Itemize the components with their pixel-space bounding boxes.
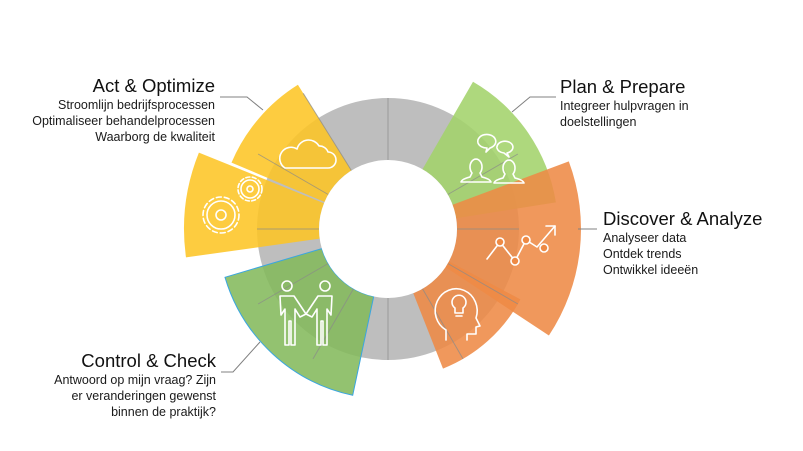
leader-plan <box>511 96 556 113</box>
cloud-icon <box>278 139 337 169</box>
leader-act <box>220 96 264 111</box>
divider-line <box>302 93 352 171</box>
leader-lines <box>220 96 597 373</box>
leader-control <box>221 341 261 373</box>
discover-line: Ontdek trends <box>603 247 682 261</box>
discover-trend-wedge <box>445 161 581 336</box>
act-line: Waarborg de kwaliteit <box>95 130 215 144</box>
control-title: Control & Check <box>81 350 216 371</box>
act-line: Optimaliseer behandelprocessen <box>32 114 215 128</box>
discover-line: Analyseer data <box>603 231 687 245</box>
act-cloud-wedge <box>231 84 352 202</box>
head-lightbulb-icon <box>434 287 481 341</box>
discover-idea-wedge <box>413 261 521 369</box>
handshake-people-icon <box>279 280 333 346</box>
divider-line <box>422 288 464 360</box>
people-chat-icon <box>460 133 525 184</box>
divider-line <box>447 263 519 305</box>
control-line: er veranderingen gewenst <box>71 389 216 403</box>
divider-line <box>257 153 329 195</box>
discover-title: Discover & Analyze <box>603 208 763 229</box>
plan-line: doelstellingen <box>560 115 637 129</box>
control-check-label: Control & Check Antwoord op mijn vraag? … <box>54 350 216 420</box>
discover-analyze-label: Discover & Analyze Analyseer data Ontdek… <box>603 208 762 278</box>
center-hole <box>319 160 457 298</box>
plan-prepare-label: Plan & Prepare Integreer hulpvragen in d… <box>560 76 689 130</box>
divider-line <box>257 263 329 305</box>
act-optimize-label: Act & Optimize Stroomlijn bedrijfsproces… <box>32 75 215 145</box>
trend-chart-icon <box>486 225 556 266</box>
control-line: binnen de praktijk? <box>111 405 216 419</box>
gears-icon <box>202 176 263 234</box>
act-gears-wedge <box>184 152 324 258</box>
control-line: Antwoord op mijn vraag? Zijn <box>54 373 216 387</box>
act-line: Stroomlijn bedrijfsprocessen <box>57 98 215 112</box>
divider-line <box>312 288 354 360</box>
act-title: Act & Optimize <box>92 75 215 96</box>
discover-line: Ontwikkel ideeën <box>603 263 699 277</box>
plan-line: Integreer hulpvragen in <box>560 99 689 113</box>
plan-title: Plan & Prepare <box>560 76 686 97</box>
